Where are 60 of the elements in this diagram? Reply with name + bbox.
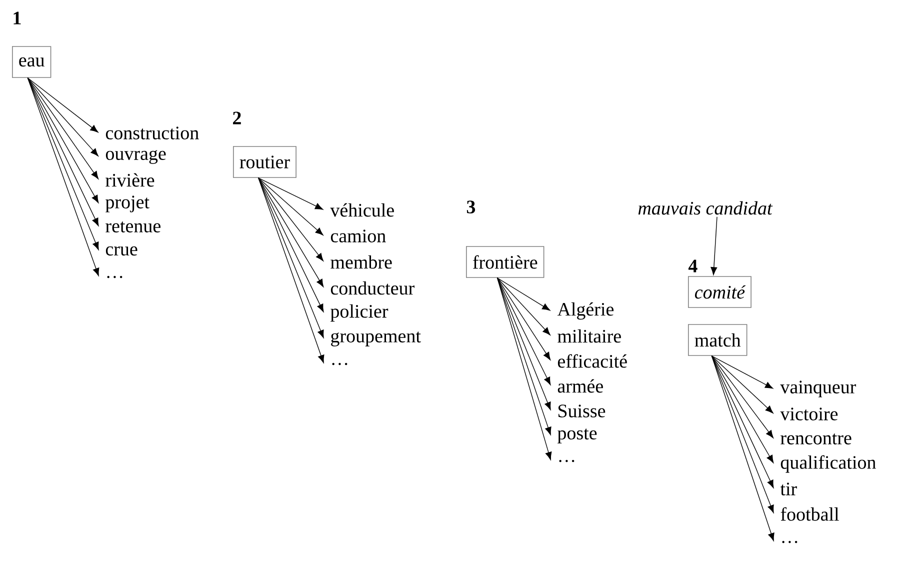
word-label: retenue xyxy=(106,222,160,232)
arrow xyxy=(711,356,774,542)
arrow xyxy=(496,278,551,410)
word-label: rivière xyxy=(106,173,154,187)
word-label: … xyxy=(332,362,348,366)
word-label: … xyxy=(559,460,574,462)
arrow xyxy=(496,278,551,360)
arrow xyxy=(496,278,551,386)
arrow xyxy=(711,356,774,488)
word-label: armée xyxy=(558,379,603,393)
word-label: crue xyxy=(106,246,138,256)
annotation: mauvais candidat xyxy=(638,201,773,215)
group-number: 2 xyxy=(233,112,241,124)
arrow xyxy=(258,178,324,262)
arrow xyxy=(27,78,98,132)
group-number: 4 xyxy=(688,260,698,272)
word-label: projet xyxy=(106,196,150,212)
word-label: … xyxy=(782,540,798,544)
word-box: frontière xyxy=(466,246,544,278)
word-label: vainqueur xyxy=(780,380,856,398)
word-label: ouvrage xyxy=(106,150,166,164)
word-box: match xyxy=(688,324,748,356)
arrow xyxy=(710,216,718,276)
arrow xyxy=(711,356,774,414)
word-label: membre xyxy=(330,255,392,269)
word-label: football xyxy=(780,507,839,521)
word-label: construction xyxy=(106,126,199,140)
word-box: routier xyxy=(233,146,296,178)
arrow xyxy=(27,78,99,180)
word-label: policier xyxy=(330,304,388,322)
word-label: … xyxy=(107,276,122,278)
arrow xyxy=(258,178,324,210)
word-label: Algérie xyxy=(557,302,614,320)
word-label: militaire xyxy=(558,329,621,343)
arrow xyxy=(711,356,774,438)
arrow xyxy=(258,178,324,236)
word-label: conducteur xyxy=(330,281,414,295)
arrow xyxy=(258,178,324,288)
word-label: tir xyxy=(780,482,797,496)
word-label: camion xyxy=(330,230,386,242)
group-number: 1 xyxy=(14,12,21,24)
word-label: poste xyxy=(558,428,597,444)
group-number: 3 xyxy=(466,200,476,214)
word-label: groupement xyxy=(331,332,421,346)
word-box: eau xyxy=(12,46,52,78)
arrow xyxy=(496,278,550,311)
arrow xyxy=(27,78,99,204)
arrow xyxy=(258,178,324,312)
word-label: qualification xyxy=(780,455,876,473)
arrow xyxy=(711,356,774,389)
arrow xyxy=(711,356,774,464)
word-box: comité xyxy=(688,276,752,308)
word-label: rencontre xyxy=(780,434,852,444)
word-label: véhicule xyxy=(330,203,394,217)
word-label: victoire xyxy=(780,408,838,420)
word-label: Suisse xyxy=(558,404,606,418)
arrow xyxy=(711,356,774,514)
arrow xyxy=(496,278,550,336)
arrow xyxy=(27,78,98,156)
word-label: efficacité xyxy=(558,354,627,368)
